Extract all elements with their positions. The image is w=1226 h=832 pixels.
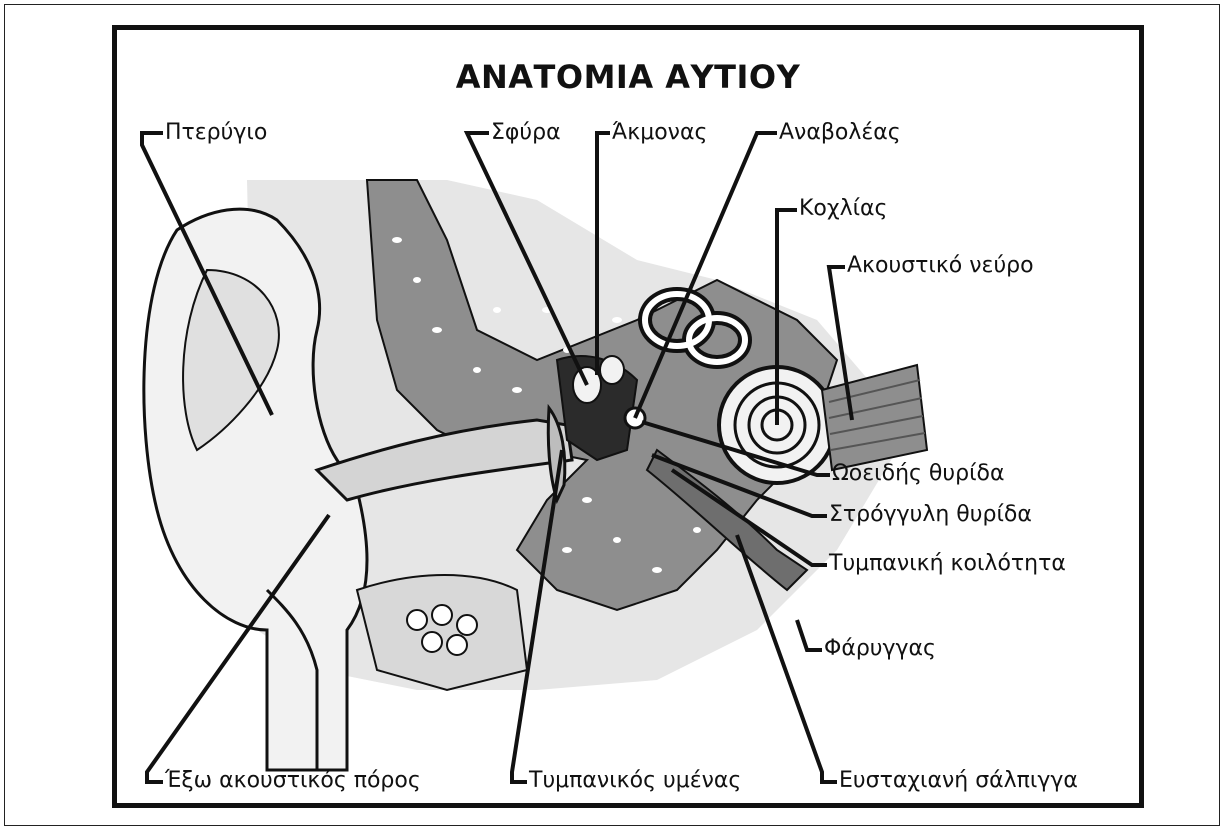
label-oval-window: Ωοειδής θυρίδα <box>832 463 1004 485</box>
label-malleus: Σφύρα <box>491 122 561 144</box>
label-eustachian-tube: Ευσταχιανή σάλπιγγα <box>839 770 1078 792</box>
label-tympanic-cavity: Τυμπανική κοιλότητα <box>829 553 1066 575</box>
label-round-window: Στρόγγυλη θυρίδα <box>829 504 1032 526</box>
label-incus: Άκμονας <box>612 122 707 144</box>
label-auditory-nerve: Ακουστικό νεύρο <box>847 255 1034 277</box>
label-external-auditory-canal: Έξω ακουστικός πόρος <box>165 770 421 792</box>
diagram-panel: ΑΝΑΤΟΜΙΑ ΑΥΤΙΟΥ Πτερύγιο Σφύρα Άκμονας Α… <box>112 25 1144 808</box>
ear-anatomy-illustration <box>117 30 1144 808</box>
diagram-title: ΑΝΑΤΟΜΙΑ ΑΥΤΙΟΥ <box>117 58 1139 96</box>
incus-shape <box>600 356 624 384</box>
label-cochlea: Κοχλίας <box>799 198 887 220</box>
page-frame: ΑΝΑΤΟΜΙΑ ΑΥΤΙΟΥ Πτερύγιο Σφύρα Άκμονας Α… <box>4 4 1220 826</box>
label-stapes: Αναβολέας <box>779 122 901 144</box>
label-pharynx: Φάρυγγας <box>824 638 936 660</box>
label-pinna: Πτερύγιο <box>165 122 267 144</box>
label-tympanic-membrane: Τυμπανικός υμένας <box>529 770 741 792</box>
